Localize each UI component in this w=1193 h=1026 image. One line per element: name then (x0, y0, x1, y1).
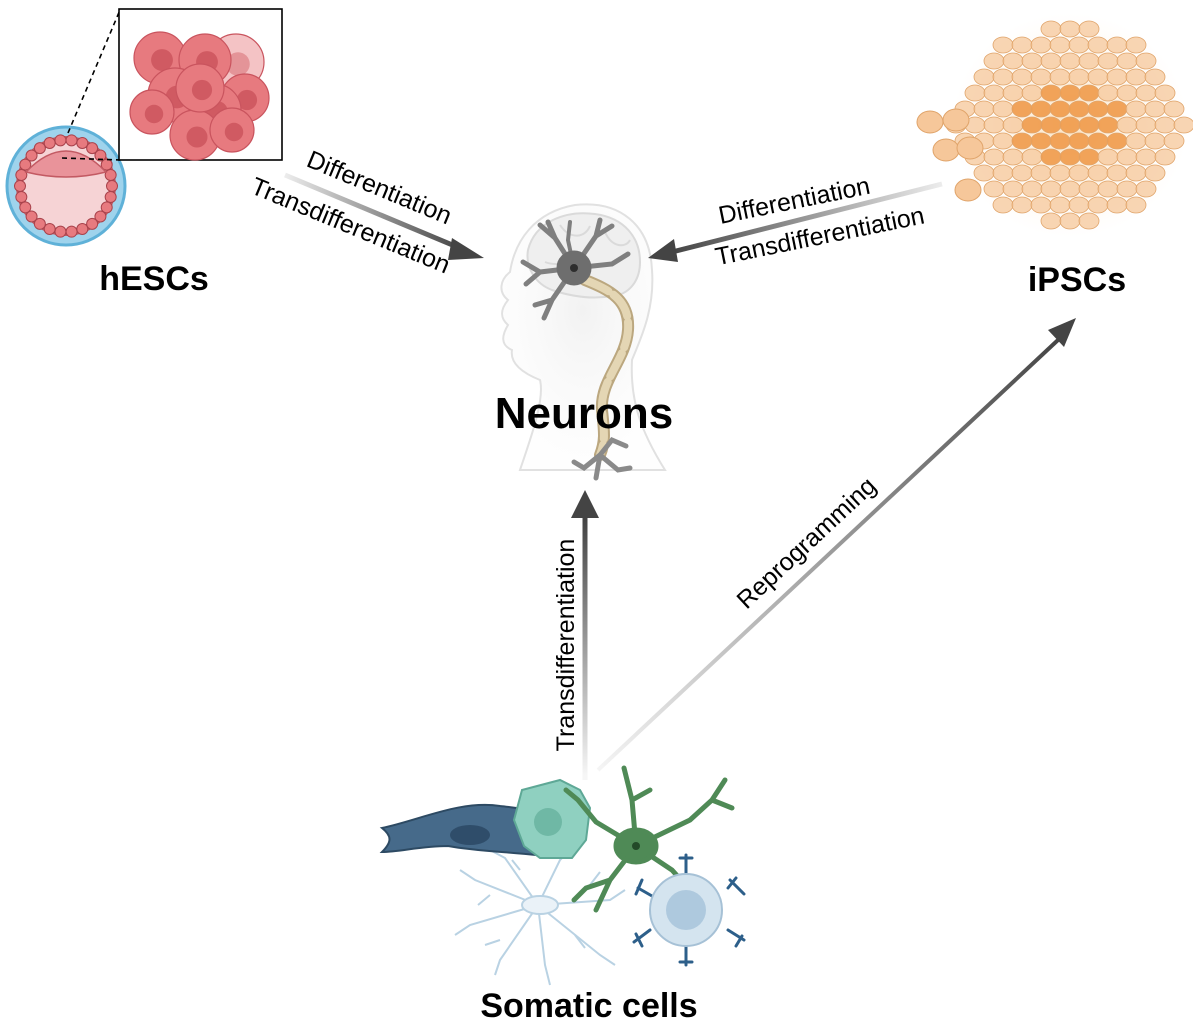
blastocyst-icon (5, 125, 127, 247)
neuron-head-illustration (500, 203, 667, 481)
neurons-label: Neurons (495, 389, 673, 438)
ipscs-illustration (916, 13, 1193, 237)
somatic-arrow-label-reprogramming: Reprogramming (731, 472, 881, 615)
somatic-neuron-icon (563, 765, 735, 913)
neuron-icon (520, 217, 635, 481)
somatic-cells-label: Somatic cells (480, 987, 697, 1025)
arrow-hescs-to-neurons (284, 172, 484, 260)
hesc-colony-icon (129, 31, 270, 161)
arrow-somatic-to-ipscs (596, 318, 1076, 772)
hescs-illustration (5, 8, 283, 247)
ipscs-label: iPSCs (1028, 261, 1126, 299)
epithelial-cell-icon (512, 778, 592, 859)
ipsc-colony-icon (916, 20, 1193, 230)
arrow-ipscs-to-neurons (648, 181, 943, 262)
arrow-somatic-to-neurons (571, 490, 599, 780)
immune-cell-icon (632, 853, 746, 967)
hescs-label: hESCs (99, 260, 209, 298)
somatic-arrow-label-transdifferentiation: Transdifferentiation (552, 539, 580, 752)
somatic-cells-illustration (379, 765, 746, 986)
astrocyte-icon (454, 844, 626, 986)
